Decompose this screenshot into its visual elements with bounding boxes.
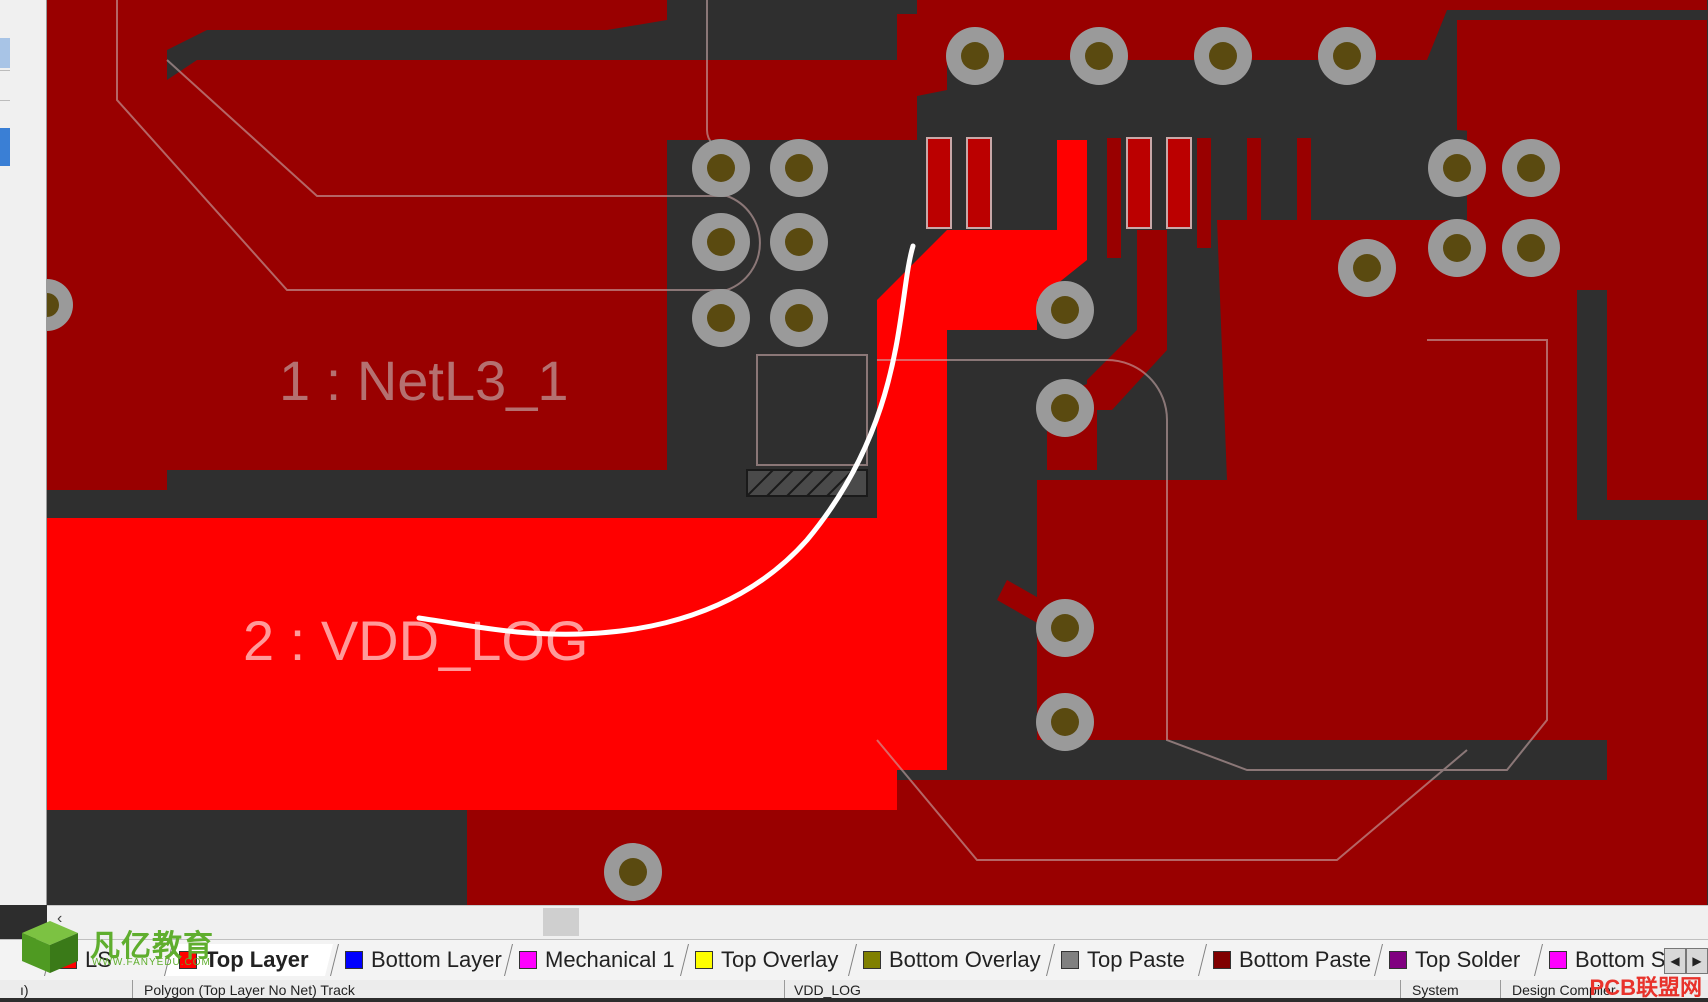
pad bbox=[1036, 379, 1094, 437]
through-hole-pads bbox=[47, 27, 1560, 901]
smd-pad bbox=[1126, 137, 1152, 229]
outline-bottom bbox=[876, 739, 1468, 861]
net-label-vdd-log: 2 : VDD_LOG bbox=[243, 609, 588, 672]
vdd-trace-vertical bbox=[877, 200, 1087, 770]
cube-logo-icon bbox=[22, 921, 78, 973]
vdd-log-copper bbox=[47, 140, 1087, 810]
layer-tab-bottom-layer[interactable]: Bottom Layer bbox=[330, 944, 507, 976]
pad bbox=[770, 213, 828, 271]
pour-ic-right bbox=[1467, 120, 1607, 290]
layer-color-swatch bbox=[345, 951, 363, 969]
vdd-pour-left bbox=[47, 518, 897, 810]
logo-text: 凡亿教育 bbox=[90, 930, 214, 963]
scroll-left-icon[interactable]: ◀ bbox=[1664, 948, 1686, 974]
net-label-netl3: 1 : NetL3_1 bbox=[279, 349, 569, 412]
pad bbox=[1194, 27, 1252, 85]
pad bbox=[770, 139, 828, 197]
pad bbox=[1338, 239, 1396, 297]
smd-pad bbox=[926, 137, 952, 229]
logo-url: WWW.FANYEDU.COM bbox=[92, 957, 211, 968]
layer-tab-bottom-overlay[interactable]: Bottom Overlay bbox=[848, 944, 1049, 976]
smd-pads bbox=[926, 137, 1192, 229]
scroll-left-icon[interactable]: ‹ bbox=[57, 910, 63, 927]
watermark: PCB联盟网 bbox=[1589, 975, 1702, 1000]
annotation-curve bbox=[416, 243, 916, 637]
outline-l3 bbox=[116, 0, 761, 291]
smd-pad bbox=[966, 137, 992, 229]
status-coordinates: ı) bbox=[20, 982, 29, 998]
pad bbox=[604, 843, 662, 901]
status-separator bbox=[132, 980, 133, 998]
layer-color-swatch bbox=[519, 951, 537, 969]
layer-tab-top-paste[interactable]: Top Paste bbox=[1046, 944, 1203, 976]
pad bbox=[692, 289, 750, 347]
status-bar: ı) Polygon (Top Layer No Net) Track VDD_… bbox=[0, 980, 1708, 998]
scrollbar-thumb[interactable] bbox=[543, 908, 579, 936]
layer-tab-top-solder[interactable]: Top Solder bbox=[1374, 944, 1539, 976]
horizontal-scrollbar[interactable]: ‹ bbox=[47, 905, 1708, 940]
brand-logo: 凡亿教育 WWW.FANYEDU.COM bbox=[18, 917, 228, 975]
status-net-name: VDD_LOG bbox=[794, 982, 861, 998]
layer-tab-bar: LS Top Layer Bottom Layer Mechanical 1 T… bbox=[0, 939, 1708, 981]
layer-color-swatch bbox=[1389, 951, 1407, 969]
panel-tab[interactable] bbox=[0, 38, 10, 68]
layer-tab-mechanical-1[interactable]: Mechanical 1 bbox=[504, 944, 683, 976]
layer-tab-bottom-paste[interactable]: Bottom Paste bbox=[1198, 944, 1379, 976]
status-design-compiler-button[interactable]: Design Compiler bbox=[1512, 982, 1616, 998]
pad bbox=[1036, 599, 1094, 657]
layer-color-swatch bbox=[1061, 951, 1079, 969]
smd-pad bbox=[1166, 137, 1192, 229]
layer-color-swatch bbox=[1213, 951, 1231, 969]
layer-tab-top-overlay[interactable]: Top Overlay bbox=[680, 944, 853, 976]
pad bbox=[1318, 27, 1376, 85]
panel-tab-selected[interactable] bbox=[0, 128, 10, 166]
pour-center-block bbox=[1037, 480, 1247, 740]
pad bbox=[1428, 219, 1486, 277]
pad bbox=[1036, 693, 1094, 751]
pcb-drawing[interactable]: 1 : NetL3_1 2 : VDD_LOG bbox=[47, 0, 1708, 905]
pad bbox=[1036, 281, 1094, 339]
pad bbox=[770, 289, 828, 347]
pour-right-upper bbox=[1457, 20, 1707, 500]
layer-color-swatch bbox=[1549, 951, 1567, 969]
status-separator bbox=[784, 980, 785, 998]
panel-divider bbox=[0, 100, 10, 101]
hatch-area bbox=[746, 469, 868, 497]
panel-divider bbox=[0, 70, 10, 71]
left-panel bbox=[0, 0, 47, 905]
outline-inductor bbox=[877, 339, 1548, 771]
pad bbox=[1070, 27, 1128, 85]
pad bbox=[1428, 139, 1486, 197]
pour-netl3 bbox=[167, 60, 917, 470]
pad bbox=[946, 27, 1004, 85]
pad bbox=[692, 139, 750, 197]
status-separator bbox=[1500, 980, 1501, 998]
layer-color-swatch bbox=[863, 951, 881, 969]
status-separator bbox=[1400, 980, 1401, 998]
pad bbox=[692, 213, 750, 271]
pad bbox=[47, 279, 73, 331]
pad bbox=[1502, 219, 1560, 277]
pour-top-left bbox=[47, 0, 667, 490]
layer-color-swatch bbox=[695, 951, 713, 969]
pour-bottom bbox=[467, 780, 1607, 905]
vdd-thin-lead bbox=[1057, 140, 1087, 210]
outline-small bbox=[756, 354, 868, 466]
status-object-info: Polygon (Top Layer No Net) Track bbox=[144, 982, 355, 998]
pour-right-middle bbox=[1217, 220, 1707, 905]
pcb-canvas[interactable]: 1 : NetL3_1 2 : VDD_LOG bbox=[47, 0, 1708, 905]
pad bbox=[1502, 139, 1560, 197]
pour-top-mid bbox=[897, 14, 1427, 100]
status-system-button[interactable]: System bbox=[1412, 982, 1459, 998]
